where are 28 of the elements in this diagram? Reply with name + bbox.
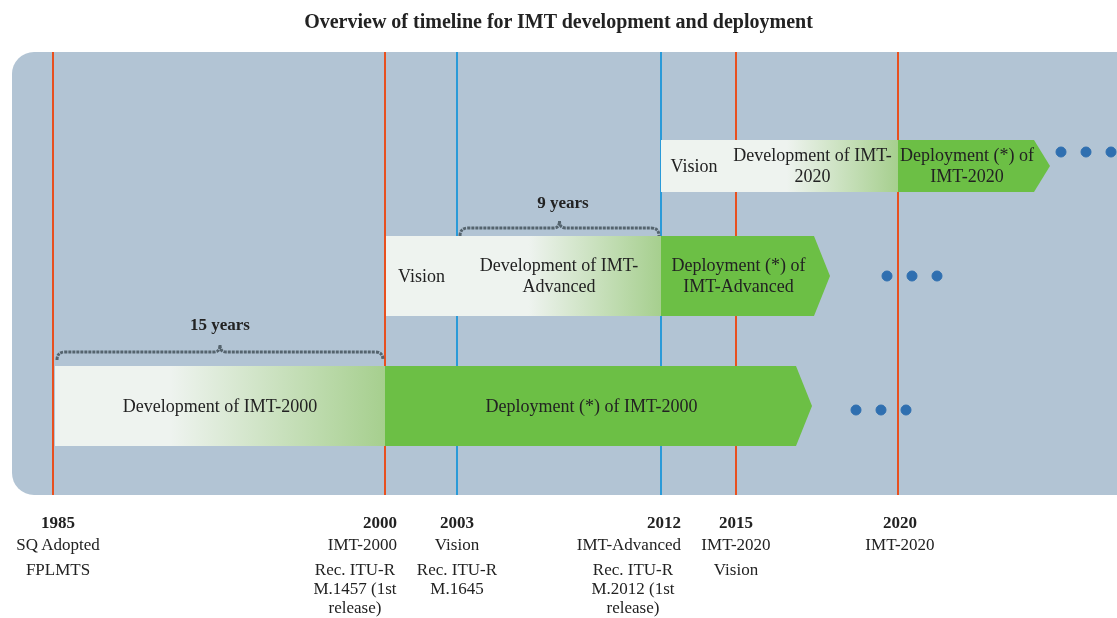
milestone-label: IMT-2020 [864,535,936,555]
year-label: 1985 [40,513,76,533]
recommendation-label: Rec. ITU-R M.2012 (1st release) [590,560,676,617]
development-bar: Development of IMT-Advanced [457,236,661,316]
milestone-label: IMT-2020 [700,535,772,555]
diagram-title: Overview of timeline for IMT development and deployment [303,10,814,33]
milestone-label: IMT-Advanced [575,535,681,555]
development-bar: Development of IMT-2020 [727,140,898,192]
recommendation-label: Rec. ITU-R M.1457 (1st release) [312,560,398,617]
vision-bar: Vision [661,140,727,192]
duration-label: 15 years [189,315,251,335]
milestone-label: FPLMTS [24,560,92,580]
year-label: 2015 [718,513,754,533]
year-label: 2000 [362,513,397,533]
milestone-label: SQ Adopted [15,535,101,555]
duration-label: 9 years [536,193,590,213]
year-label: 2003 [439,513,475,533]
year-label: 2012 [646,513,681,533]
milestone-label: Vision [433,535,481,555]
development-bar: Development of IMT-2000 [55,366,385,446]
milestone-label: Vision [712,560,760,580]
deployment-arrow-bar: Deployment (*) of IMT-2020 [898,140,1050,192]
year-label: 2020 [882,513,918,533]
vision-bar: Vision [386,236,457,316]
deployment-arrow-bar: Deployment (*) of IMT-Advanced [661,236,830,316]
milestone-label: IMT-2000 [326,535,397,555]
recommendation-label: Rec. ITU-R M.1645 [415,560,499,598]
deployment-arrow-bar: Deployment (*) of IMT-2000 [385,366,812,446]
